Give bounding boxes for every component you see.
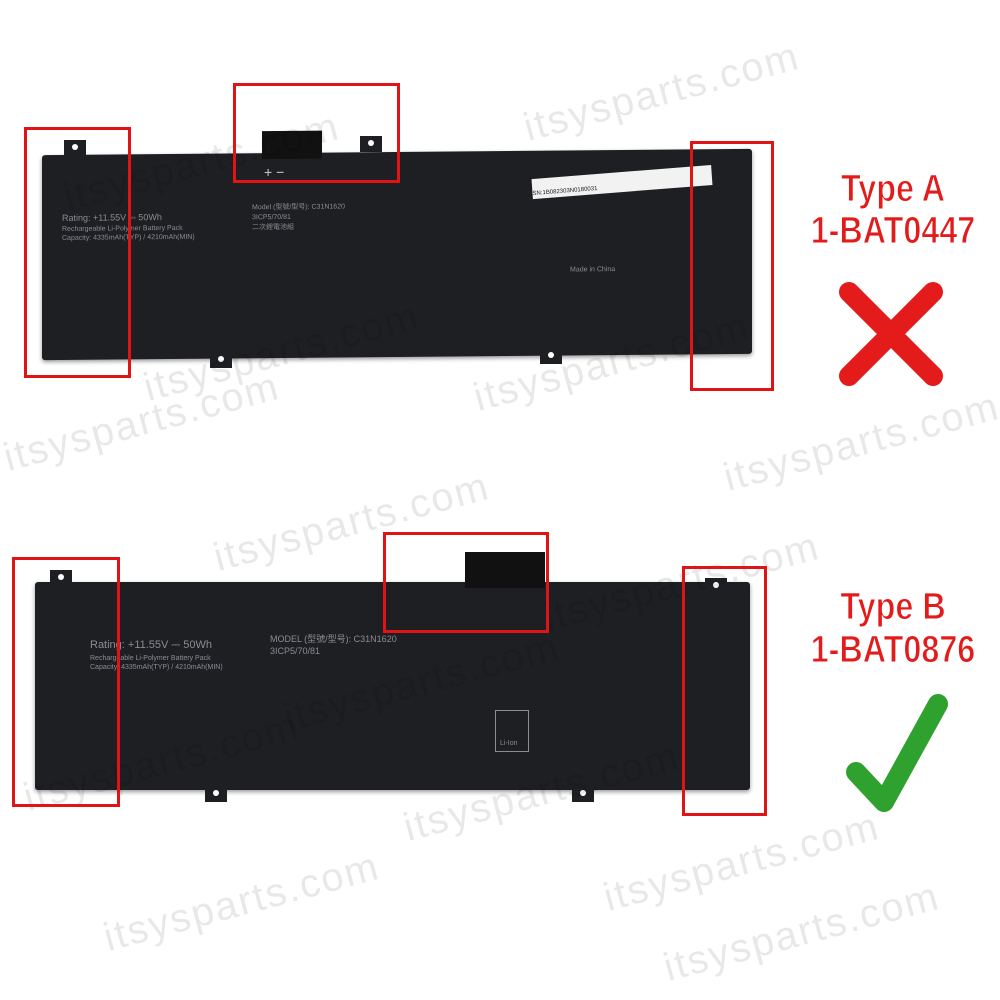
- watermark: itsysparts.com: [519, 34, 805, 150]
- watermark: itsysparts.com: [719, 384, 1000, 500]
- red-x-icon: [839, 282, 943, 386]
- barcode-sticker: SN:1B082303N0180031: [531, 165, 713, 200]
- barcode-text: SN:1B082303N0180031: [532, 185, 598, 198]
- highlight-right-b: [682, 566, 767, 816]
- highlight-right-a: [690, 141, 774, 391]
- watermark: itsysparts.com: [99, 844, 385, 960]
- li-ion-label: Li-Ion: [500, 740, 518, 747]
- mount-tab: [64, 140, 86, 156]
- model-label: MODEL (型號/型号): C31N1620: [270, 634, 397, 644]
- mount-tab: [705, 578, 727, 594]
- watermark: itsysparts.com: [659, 874, 945, 990]
- battery-type-b: Rating: +11.55V ⎓ 50Wh Rechargeable Li-P…: [35, 552, 750, 790]
- watermark: itsysparts.com: [599, 804, 885, 920]
- chinese-label: 二次鋰電池組: [252, 223, 294, 232]
- highlight-connector-a: [233, 83, 400, 183]
- model-label: Model (型號/型号): C31N1620: [252, 203, 345, 212]
- mount-tab: [572, 786, 594, 802]
- mount-tab: [210, 352, 232, 368]
- connector-cable: [465, 552, 545, 588]
- made-in-label: Made in China: [570, 266, 616, 274]
- mount-tab: [205, 786, 227, 802]
- highlight-left-a: [24, 127, 131, 378]
- rating-label: Rating: +11.55V ⎓ 50Wh: [90, 639, 213, 651]
- green-checkmark-icon: [846, 694, 948, 812]
- pack-label: Rechargeable Li-Polymer Battery Pack: [90, 655, 211, 662]
- mount-tab: [540, 348, 562, 364]
- type-a-title: Type A: [840, 168, 946, 211]
- watermark: itsysparts.com: [0, 364, 285, 480]
- mount-tab: [50, 570, 72, 586]
- cells-label: 3ICP5/70/81: [270, 646, 321, 656]
- type-b-part-number: 1-BAT0876: [810, 629, 976, 672]
- type-a-part-number: 1-BAT0447: [810, 210, 976, 253]
- cells-label: 3ICP5/70/81: [252, 213, 291, 222]
- highlight-connector-b: [383, 532, 549, 633]
- type-b-title: Type B: [840, 586, 946, 629]
- capacity-label: Capacity: 4335mAh(TYP) / 4210mAh(MIN): [90, 664, 223, 671]
- highlight-left-b: [12, 557, 120, 807]
- mount-tab: [360, 136, 382, 152]
- li-ion-recycle-icon: Li-Ion: [495, 710, 529, 752]
